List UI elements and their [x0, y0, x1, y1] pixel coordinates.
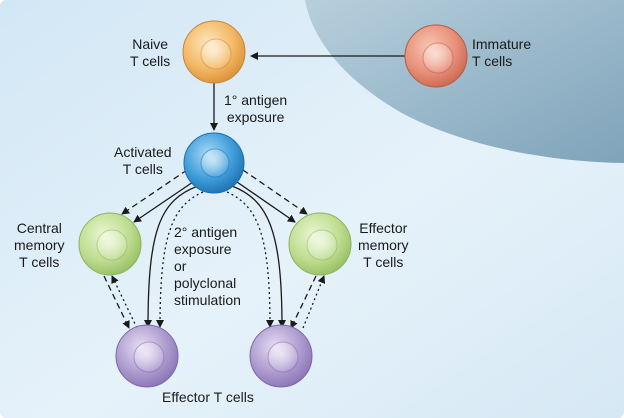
cell-effector-memory [288, 212, 352, 276]
arrow-activated-to-central-dashed [121, 169, 188, 215]
arrow-effector-to-effmem-dotted [302, 275, 326, 329]
immature-region [305, 0, 624, 163]
arrow-activated-to-effmem-solid [236, 181, 296, 223]
cell-effector-right [249, 324, 313, 388]
label-immature: Immature T cells [472, 36, 532, 69]
cell-central-memory [78, 212, 142, 276]
arrow-activated-to-effector-right-dotted [226, 191, 274, 328]
label-effector: Effector T cells [162, 389, 254, 405]
arrow-activated-to-central-solid [133, 181, 194, 223]
cell-naive [182, 20, 246, 84]
cell-immature [404, 24, 468, 88]
label-antigen2: 2° antigen exposure or polyclonal stimul… [174, 224, 241, 308]
arrow-activated-to-effmem-dashed [242, 169, 308, 215]
label-activated: Activated T cells [114, 144, 172, 177]
arrow-activated-to-effector-right-solid [231, 185, 286, 328]
cell-effector-left [115, 324, 179, 388]
arrow-activated-to-effector-left-solid [144, 185, 199, 328]
arrow-activated-to-effector-left-dotted [156, 191, 204, 328]
label-naive: Naive T cells [130, 36, 171, 69]
label-central-memory: Central memory T cells [14, 220, 65, 270]
cell-activated [183, 132, 245, 194]
label-effector-memory: Effector memory T cells [358, 220, 409, 270]
label-antigen1: 1° antigen exposure [224, 92, 288, 125]
